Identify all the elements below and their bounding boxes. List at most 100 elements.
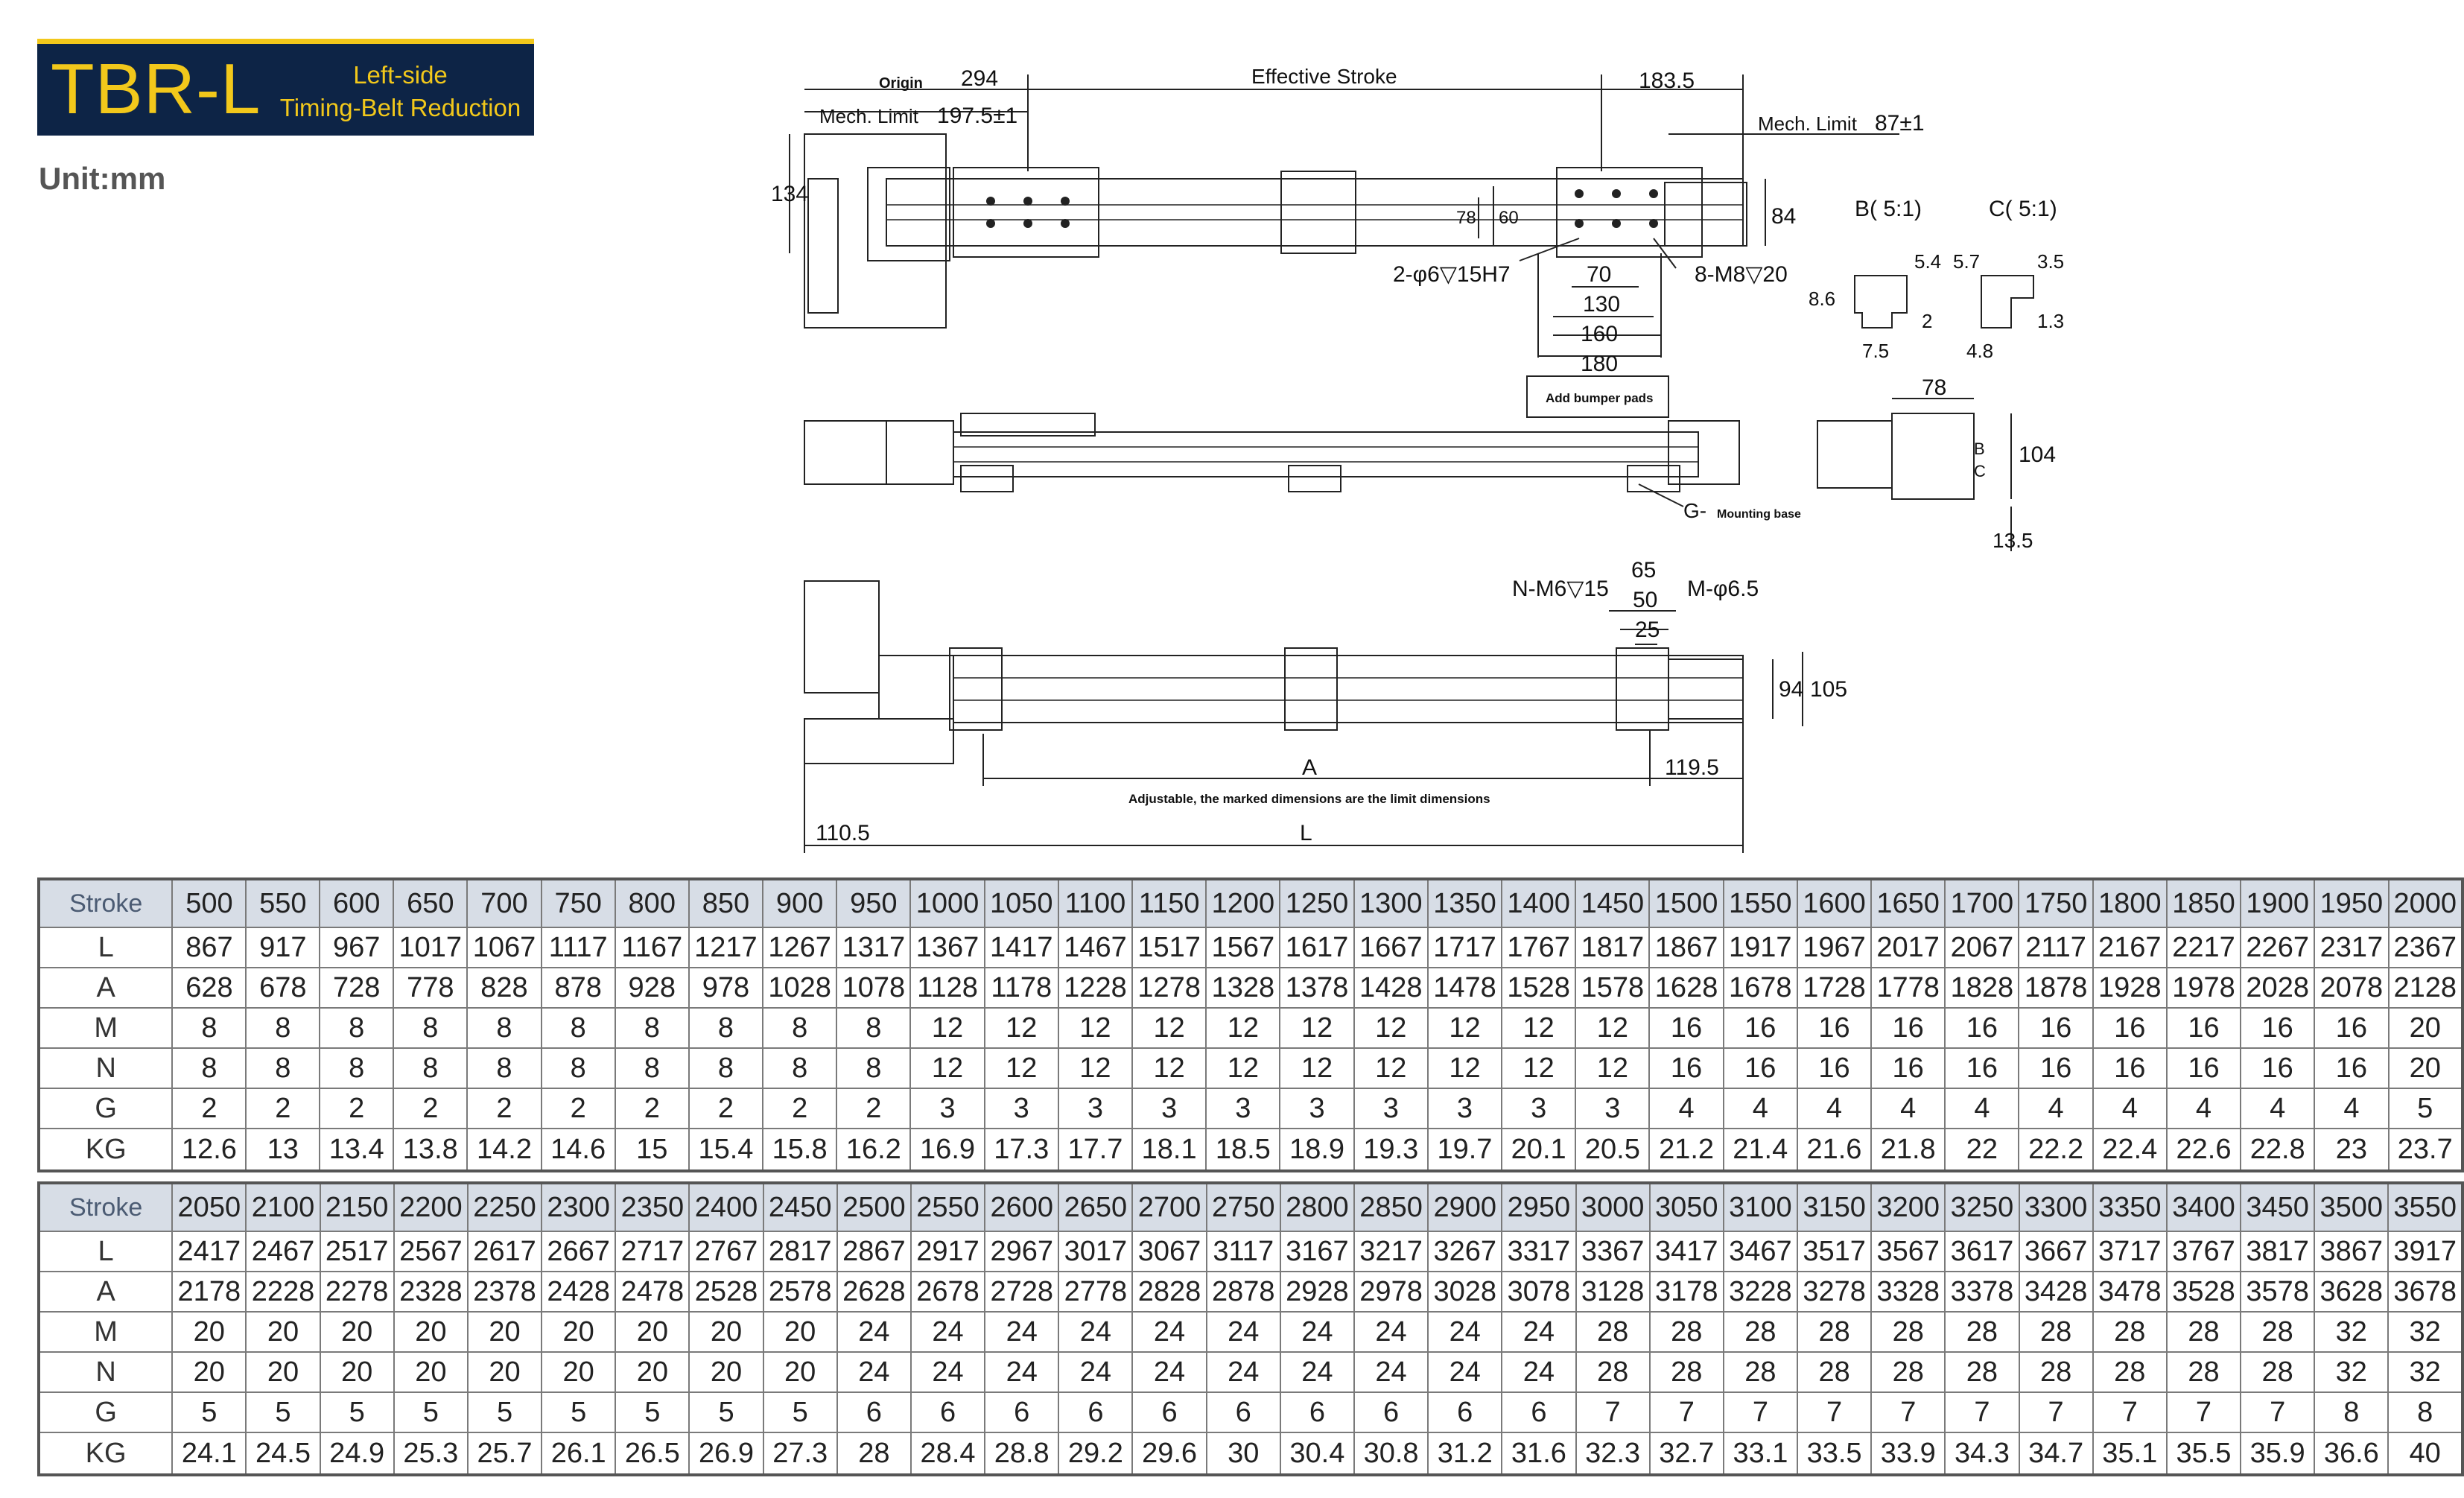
rail-body [886, 178, 1744, 247]
stroke-value: 2050 [171, 1182, 247, 1232]
table-cell: 1028 [762, 967, 838, 1009]
end-detail-c: C [1974, 462, 1986, 480]
table-cell: 3028 [1427, 1271, 1503, 1313]
stroke-label: Stroke [37, 1182, 174, 1232]
row-label: M [37, 1007, 174, 1049]
table-cell: 28 [1944, 1311, 2020, 1353]
stroke-value: 1800 [2092, 878, 2168, 928]
table-cell: 4 [1944, 1088, 2020, 1129]
table-cell: 24 [836, 1311, 912, 1353]
table-cell: 24 [1427, 1351, 1503, 1393]
table-cell: 24 [1058, 1351, 1134, 1393]
stroke-value: 2650 [1058, 1182, 1134, 1232]
bottom-motor-flange [878, 655, 954, 720]
table-cell: 28 [2092, 1311, 2168, 1353]
table-cell: 3 [1279, 1088, 1355, 1129]
table-cell: 2178 [171, 1271, 247, 1313]
dim-180: 180 [1581, 352, 1618, 376]
table-cell: 5 [762, 1391, 838, 1433]
stroke-value: 2550 [909, 1182, 986, 1232]
table-cell: 8 [540, 1047, 616, 1089]
stroke-label: Stroke [37, 878, 174, 928]
bottom-block-left [949, 647, 1003, 731]
table-cell: 3217 [1353, 1231, 1429, 1272]
table-cell: 1567 [1205, 927, 1281, 968]
table-cell: 28 [2165, 1311, 2242, 1353]
table-cell: 2878 [1205, 1271, 1281, 1313]
table-cell: 3428 [2018, 1271, 2094, 1313]
stroke-value: 2750 [1205, 1182, 1281, 1232]
table-cell: 2767 [688, 1231, 764, 1272]
table-cell: 24 [836, 1351, 912, 1393]
table-cell: 1628 [1648, 967, 1724, 1009]
stroke-value: 3550 [2387, 1182, 2463, 1232]
bottom-motor [804, 580, 880, 694]
table-cell: 22.8 [2240, 1128, 2316, 1172]
top-view: Origin 294 Effective Stroke 183.5 Mech. … [771, 65, 1925, 376]
end-dim-78: 78 [1922, 375, 1946, 400]
table-cell: 2 [762, 1088, 838, 1129]
stroke-value: 800 [614, 878, 690, 928]
table-cell: 26.1 [541, 1432, 617, 1476]
stroke-value: 1600 [1796, 878, 1873, 928]
table-cell: 978 [688, 967, 764, 1009]
table-cell: 2478 [615, 1271, 690, 1313]
table-cell: 12 [1131, 1047, 1207, 1089]
table-cell: 6 [1131, 1391, 1207, 1433]
stroke-value: 650 [393, 878, 469, 928]
table-cell: 28 [1797, 1311, 1873, 1353]
table-cell: 24 [1205, 1311, 1281, 1353]
table-cell: 24 [1279, 1311, 1355, 1353]
carriage-right [1556, 167, 1703, 258]
table-cell: 21.4 [1722, 1128, 1798, 1172]
mech-limit-right-label: Mech. Limit [1758, 112, 1858, 135]
table-cell: 1367 [909, 927, 985, 968]
unit-label: Unit:mm [39, 161, 166, 196]
table-cell: 6 [1279, 1391, 1355, 1433]
table-cell: 2067 [1944, 927, 2020, 968]
table-cell: 7 [1648, 1391, 1724, 1433]
table-cell: 12 [1279, 1047, 1355, 1089]
end-detail-b: B [1974, 439, 1985, 458]
table-cell: 3628 [2314, 1271, 2390, 1313]
stroke-value: 1300 [1353, 878, 1429, 928]
g-label: G- [1683, 499, 1706, 522]
table-cell: 2267 [2240, 927, 2316, 968]
table-cell: 1467 [1057, 927, 1134, 968]
table-cell: 23 [2314, 1128, 2390, 1172]
table-cell: 24 [1131, 1351, 1207, 1393]
table-cell: 8 [319, 1007, 395, 1049]
stroke-value: 500 [171, 878, 247, 928]
table-cell: 3167 [1279, 1231, 1355, 1272]
table-cell: 5 [466, 1391, 543, 1433]
stroke-value: 1100 [1057, 878, 1134, 928]
table-cell: 8 [171, 1047, 247, 1089]
table-cell: 6 [836, 1391, 912, 1433]
table-cell: 3178 [1648, 1271, 1724, 1313]
bottom-block-right [1616, 647, 1669, 731]
table-cell: 2578 [762, 1271, 838, 1313]
table-cell: 17.7 [1057, 1128, 1134, 1172]
table-cell: 12 [1279, 1007, 1355, 1049]
table-cell: 12 [1575, 1047, 1651, 1089]
table-cell: 8 [2387, 1391, 2463, 1433]
table-cell: 32 [2314, 1311, 2390, 1353]
table-cell: 3267 [1427, 1231, 1503, 1272]
row-label: KG [37, 1432, 174, 1476]
table-cell: 25.3 [393, 1432, 469, 1476]
table-cell: 1667 [1353, 927, 1429, 968]
table-cell: 8 [540, 1007, 616, 1049]
dim-294: 294 [961, 66, 998, 91]
stroke-value: 1200 [1205, 878, 1281, 928]
table-cell: 2 [393, 1088, 469, 1129]
side-mounting-base-mid [1288, 465, 1341, 492]
side-carriage-top [960, 413, 1096, 437]
motor-fins [807, 178, 839, 314]
table-cell: 2228 [245, 1271, 321, 1313]
